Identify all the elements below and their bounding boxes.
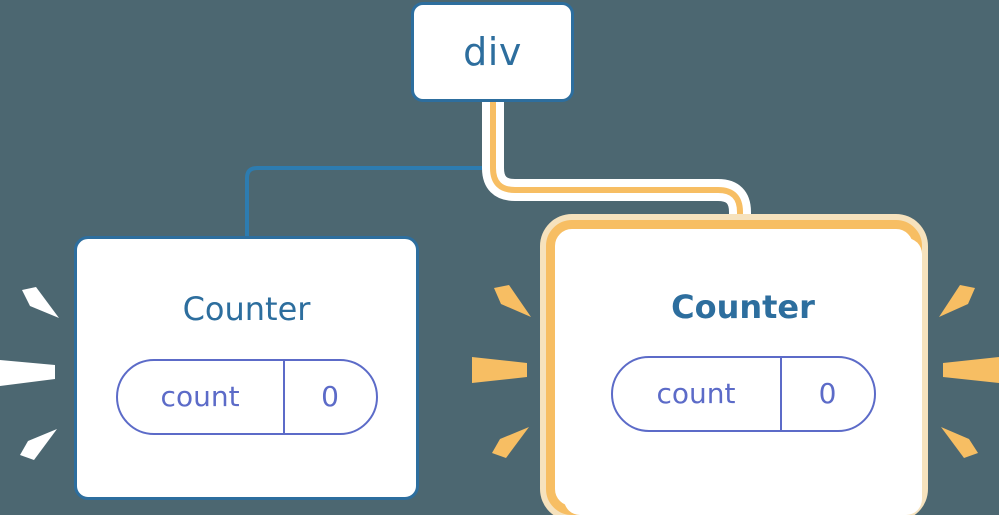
sparkles-counter-left: [0, 287, 59, 460]
sparkle-ray-lower: [941, 427, 978, 458]
node-counter-right[interactable]: Counter count 0: [564, 238, 922, 515]
sparkle-ray-middle: [0, 360, 55, 386]
sparkles-counter-right-left: [472, 285, 531, 458]
edge-div-to-counter-right: [490, 99, 743, 235]
counter-left-state-key: count: [160, 380, 240, 413]
sparkle-ray-lower: [20, 429, 57, 460]
counter-left-state-value: 0: [282, 361, 376, 433]
sparkle-ray-lower: [492, 427, 529, 458]
sparkle-ray-upper: [22, 287, 59, 318]
sparkles-counter-right-right: [939, 285, 999, 458]
sparkle-ray-upper: [939, 285, 975, 317]
sparkle-ray-middle: [943, 357, 999, 383]
sparkle-ray-upper: [494, 285, 531, 317]
node-counter-left[interactable]: Counter count 0: [74, 236, 419, 500]
node-counter-right-highlight-frame: Counter count 0: [546, 220, 922, 515]
node-div[interactable]: div: [411, 2, 574, 102]
counter-right-state-key: count: [656, 377, 736, 410]
counter-left-state-pill[interactable]: count 0: [115, 359, 378, 435]
counter-right-state-value: 0: [779, 358, 874, 430]
counter-right-title: Counter: [671, 288, 815, 326]
edge-div-to-counter-right-halo: [482, 91, 751, 243]
counter-right-state-pill[interactable]: count 0: [610, 356, 876, 432]
counter-left-title: Counter: [182, 290, 311, 328]
node-div-label: div: [463, 30, 522, 74]
edge-div-to-counter-left: [245, 100, 495, 240]
sparkle-ray-middle: [472, 357, 527, 383]
